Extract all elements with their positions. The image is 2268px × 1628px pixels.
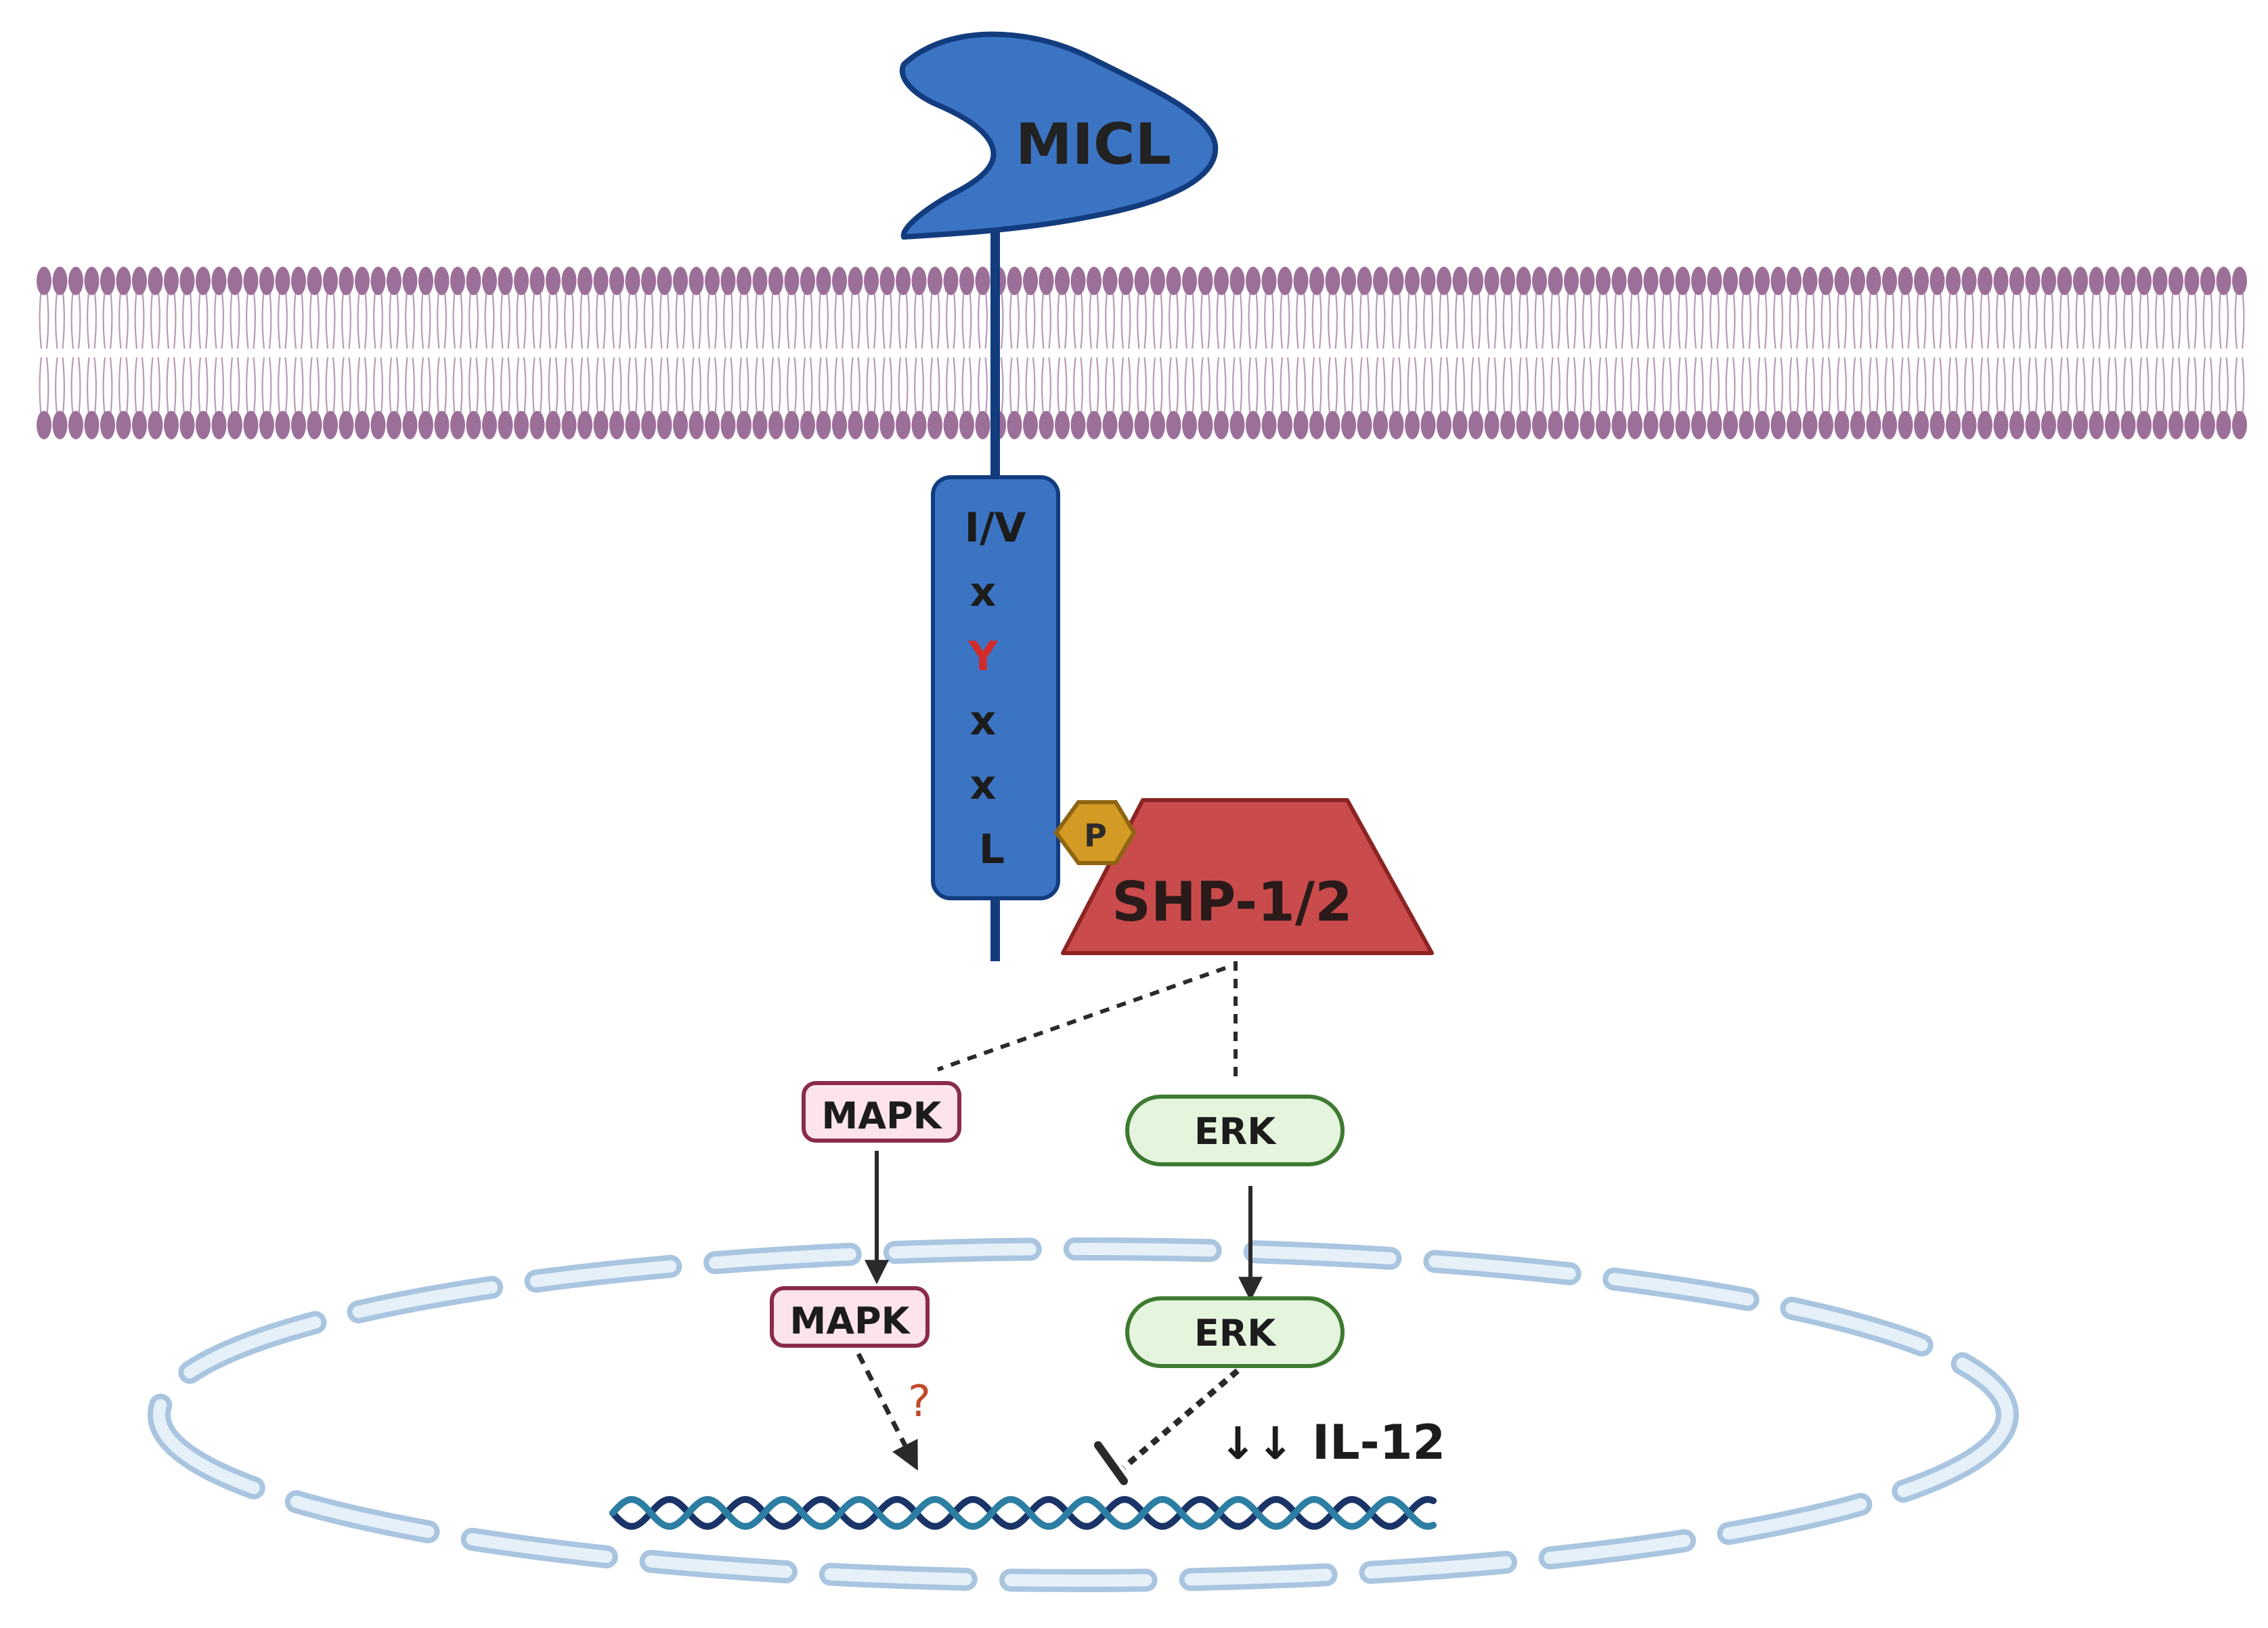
phosphate-label: P: [1084, 817, 1107, 854]
shp-label: SHP-1/2: [1112, 871, 1353, 933]
motif-residue-4: x: [970, 697, 997, 745]
mapk-to-dna-arrow: [856, 1352, 918, 1471]
erk-nucleus-node: ERK: [1125, 1296, 1345, 1368]
il12-label: IL-12: [1312, 1415, 1445, 1470]
erk-inhibition: [1094, 1368, 1240, 1485]
nuclear-envelope: [148, 1237, 2019, 1592]
erk-nucleus-label: ERK: [1194, 1312, 1277, 1355]
motif-residue-6: L: [979, 826, 1005, 873]
shp-to-mapk-connector: [937, 966, 1226, 1072]
mapk-cytoplasm-label: MAPK: [822, 1095, 943, 1137]
motif-residue-5: x: [970, 762, 997, 809]
micl-receptor: MICL: [900, 31, 1219, 240]
dna-helix: [609, 1495, 1437, 1531]
motif-residue-2: x: [970, 569, 997, 616]
shp-phosphatase: SHP-1/2: [1061, 798, 1434, 955]
phosphate-group: P: [1053, 800, 1137, 865]
erk-cytoplasm-node: ERK: [1125, 1095, 1345, 1166]
erk-cytoplasm-label: ERK: [1194, 1110, 1277, 1153]
mapk-nucleus-label: MAPK: [790, 1300, 911, 1342]
itim-motif-box: I/V x Y x x L: [931, 475, 1060, 900]
motif-residue-1: I/V: [965, 504, 1026, 552]
mapk-nucleus-node: MAPK: [770, 1286, 930, 1348]
motif-residue-3: Y: [967, 633, 999, 680]
mapk-cytoplasm-node: MAPK: [802, 1081, 961, 1143]
micl-label: MICL: [1016, 111, 1171, 177]
cell-membrane: [37, 267, 2247, 439]
down-arrows: ↓↓: [1219, 1417, 1294, 1470]
uncertain-mark: ?: [908, 1377, 931, 1427]
